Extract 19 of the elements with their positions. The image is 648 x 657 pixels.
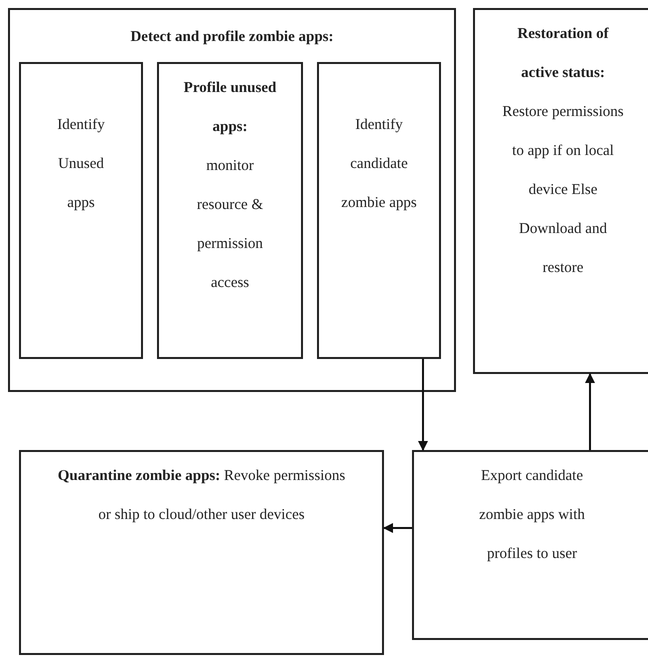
arrow	[418, 359, 428, 451]
process-box	[19, 62, 143, 359]
process-box	[412, 450, 648, 640]
group-heading: Detect and profile zombie apps:	[129, 28, 335, 47]
step-text: Restore permissions to app if on local device Else Download and restore	[501, 103, 625, 278]
process-box	[473, 8, 648, 374]
process-box	[157, 62, 303, 359]
step-text: Export candidate zombie apps with profiles to user	[478, 467, 586, 564]
step-text: Identify candidate zombie apps	[340, 116, 418, 213]
group-box	[8, 8, 456, 392]
process-box	[317, 62, 441, 359]
step-text: monitor resource & permission access	[196, 157, 264, 293]
process-box	[19, 450, 384, 655]
step-text: Identify Unused apps	[56, 116, 106, 213]
arrow	[585, 373, 595, 450]
step-heading: Profile unused apps:	[182, 79, 278, 137]
step-heading: Restoration of active status:	[516, 25, 610, 83]
step-text: Quarantine zombie apps: Revoke permissions or ship to cloud/other user devices	[56, 467, 346, 525]
arrow	[383, 523, 412, 533]
